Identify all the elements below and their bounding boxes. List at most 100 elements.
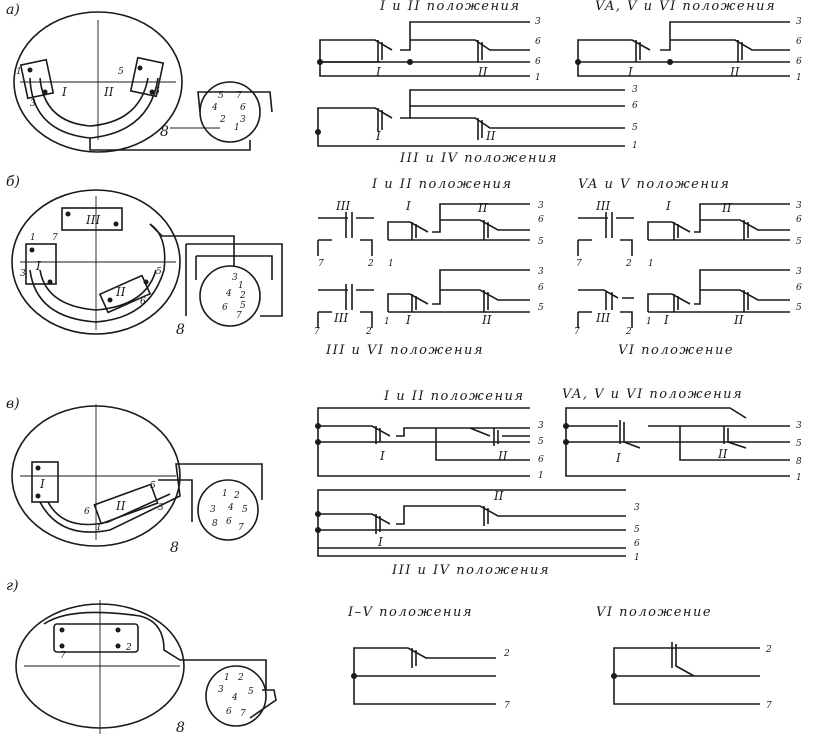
row-a: а) 1 3 5 6 I II 5 7 4 6 2 3 <box>6 0 802 166</box>
socket-pin: 6 <box>240 103 246 113</box>
terminal-label: 2 <box>367 259 374 269</box>
terminal-label: 1 <box>634 553 640 563</box>
socket-pin: 6 <box>222 303 228 313</box>
row-label: г) <box>6 578 19 594</box>
row-label: в) <box>6 396 20 412</box>
terminal-label: 3 <box>796 17 802 27</box>
terminal-label: 6 <box>796 283 802 293</box>
terminal-label: 2 <box>365 327 372 337</box>
terminal-label: 1 <box>646 317 652 327</box>
pin-label: 7 <box>52 233 58 243</box>
housing-view: 7 2 1 2 3 4 5 6 7 8 <box>15 600 277 736</box>
socket-pin: 1 <box>224 673 230 683</box>
socket-pin: 5 <box>242 505 248 515</box>
housing-view: I II 5 6 3 1 1 2 3 4 5 6 7 8 8 <box>11 404 263 556</box>
socket-pin: 1 <box>234 123 240 133</box>
switch-label: II <box>721 201 732 215</box>
terminal-label: 3 <box>538 421 544 431</box>
socket-pin: 4 <box>231 693 238 703</box>
terminal-label: 3 <box>538 201 544 211</box>
terminal-label: 1 <box>388 259 394 269</box>
socket-pin: 1 <box>238 281 244 291</box>
schematic-a2: VA, V и VI положения I II 3 6 6 1 <box>575 0 802 83</box>
switch-label: II <box>497 449 508 463</box>
socket-label: 8 <box>170 540 179 556</box>
socket-pin: 1 <box>222 489 228 499</box>
socket-pin: 2 <box>219 115 226 125</box>
pin-label: 1 <box>30 233 36 243</box>
switch-label: II <box>115 499 126 513</box>
terminal-label: 5 <box>538 437 544 447</box>
terminal-label: 2 <box>625 327 632 337</box>
socket-pin: 3 <box>232 273 238 283</box>
housing-view: 1 7 3 5 6 III I II 3 1 2 4 5 6 7 8 <box>11 189 283 338</box>
terminal-label: 1 <box>535 73 541 83</box>
switch-label: II <box>477 201 488 215</box>
terminal-label: 8 <box>796 457 802 467</box>
terminal-label: 1 <box>632 141 638 151</box>
schematic-caption: I–V положения <box>347 605 473 620</box>
pin-label: 6 <box>154 87 160 97</box>
schematic-b3: III 7 2 I II 1 3 6 5 III и VI положения <box>314 267 544 358</box>
schematic-c2: VA, V и VI положения I II 3 5 8 1 <box>562 387 802 483</box>
terminal-label: 6 <box>796 57 802 67</box>
terminal-label: 3 <box>632 85 638 95</box>
socket-pin: 3 <box>240 115 246 125</box>
terminal-label: 5 <box>538 303 544 313</box>
switch-label: II <box>481 313 492 327</box>
switch-label: I <box>379 449 385 463</box>
schematic-b2: VA и V положения III 7 2 I II 1 3 6 5 <box>576 177 802 269</box>
switch-label: II <box>103 85 114 99</box>
socket-pin: 5 <box>248 687 254 697</box>
row-d: г) 7 2 1 2 3 4 5 6 7 8 I–V положения <box>6 578 772 736</box>
terminal-label: 5 <box>632 123 638 133</box>
schematic-b4: III 7 2 I II 1 3 6 5 VI положение <box>574 267 802 358</box>
schematic-caption: III и IV положения <box>391 563 550 578</box>
switch-label: II <box>485 129 496 143</box>
switch-label: III <box>85 213 100 227</box>
pin-label: 2 <box>125 643 132 653</box>
socket-label: 8 <box>176 720 185 736</box>
switch-label: I <box>35 259 41 273</box>
switch-label: II <box>477 65 488 79</box>
switch-label: I <box>375 129 381 143</box>
socket-pin: 8 <box>212 519 218 529</box>
socket-pin: 6 <box>226 517 232 527</box>
switch-label: I <box>377 535 383 549</box>
terminal-label: 5 <box>538 237 544 247</box>
terminal-label: 1 <box>384 317 390 327</box>
schematic-caption: I и II положения <box>379 0 521 14</box>
terminal-label: 3 <box>634 503 640 513</box>
terminal-label: 2 <box>503 649 510 659</box>
schematic-a1: I и II положения I II 3 6 6 1 <box>317 0 541 83</box>
terminal-label: 6 <box>632 101 638 111</box>
switch-label: III <box>335 199 350 213</box>
switch-label: II <box>733 313 744 327</box>
socket-connector <box>199 81 261 143</box>
schematic-caption: III и IV положения <box>399 151 558 166</box>
socket-pin: 7 <box>238 523 244 533</box>
schematic-d2: VI положение 2 7 <box>596 605 772 711</box>
switch-label: II <box>115 285 126 299</box>
pin-label: 5 <box>156 267 162 277</box>
terminal-label: 5 <box>796 303 802 313</box>
row-label: а) <box>6 2 20 18</box>
terminal-label: 3 <box>535 17 541 27</box>
pin-label: 3 <box>20 269 26 279</box>
terminal-label: 5 <box>796 439 802 449</box>
terminal-label: 6 <box>535 57 541 67</box>
terminal-label: 3 <box>538 267 544 277</box>
pin-label: 3 <box>158 503 164 513</box>
socket-pin: 3 <box>218 685 224 695</box>
terminal-label: 3 <box>796 421 802 431</box>
switch-label: III <box>595 199 610 213</box>
terminal-label: 7 <box>574 327 580 337</box>
socket-pin: 2 <box>237 673 244 683</box>
switch-label: II <box>717 447 728 461</box>
socket-connector <box>197 479 259 541</box>
schematic-b1: I и II положения III 7 2 I II 1 3 6 5 <box>317 177 544 269</box>
switch-label: I <box>375 65 381 79</box>
terminal-label: 1 <box>538 471 544 481</box>
socket-pin: 4 <box>227 503 234 513</box>
